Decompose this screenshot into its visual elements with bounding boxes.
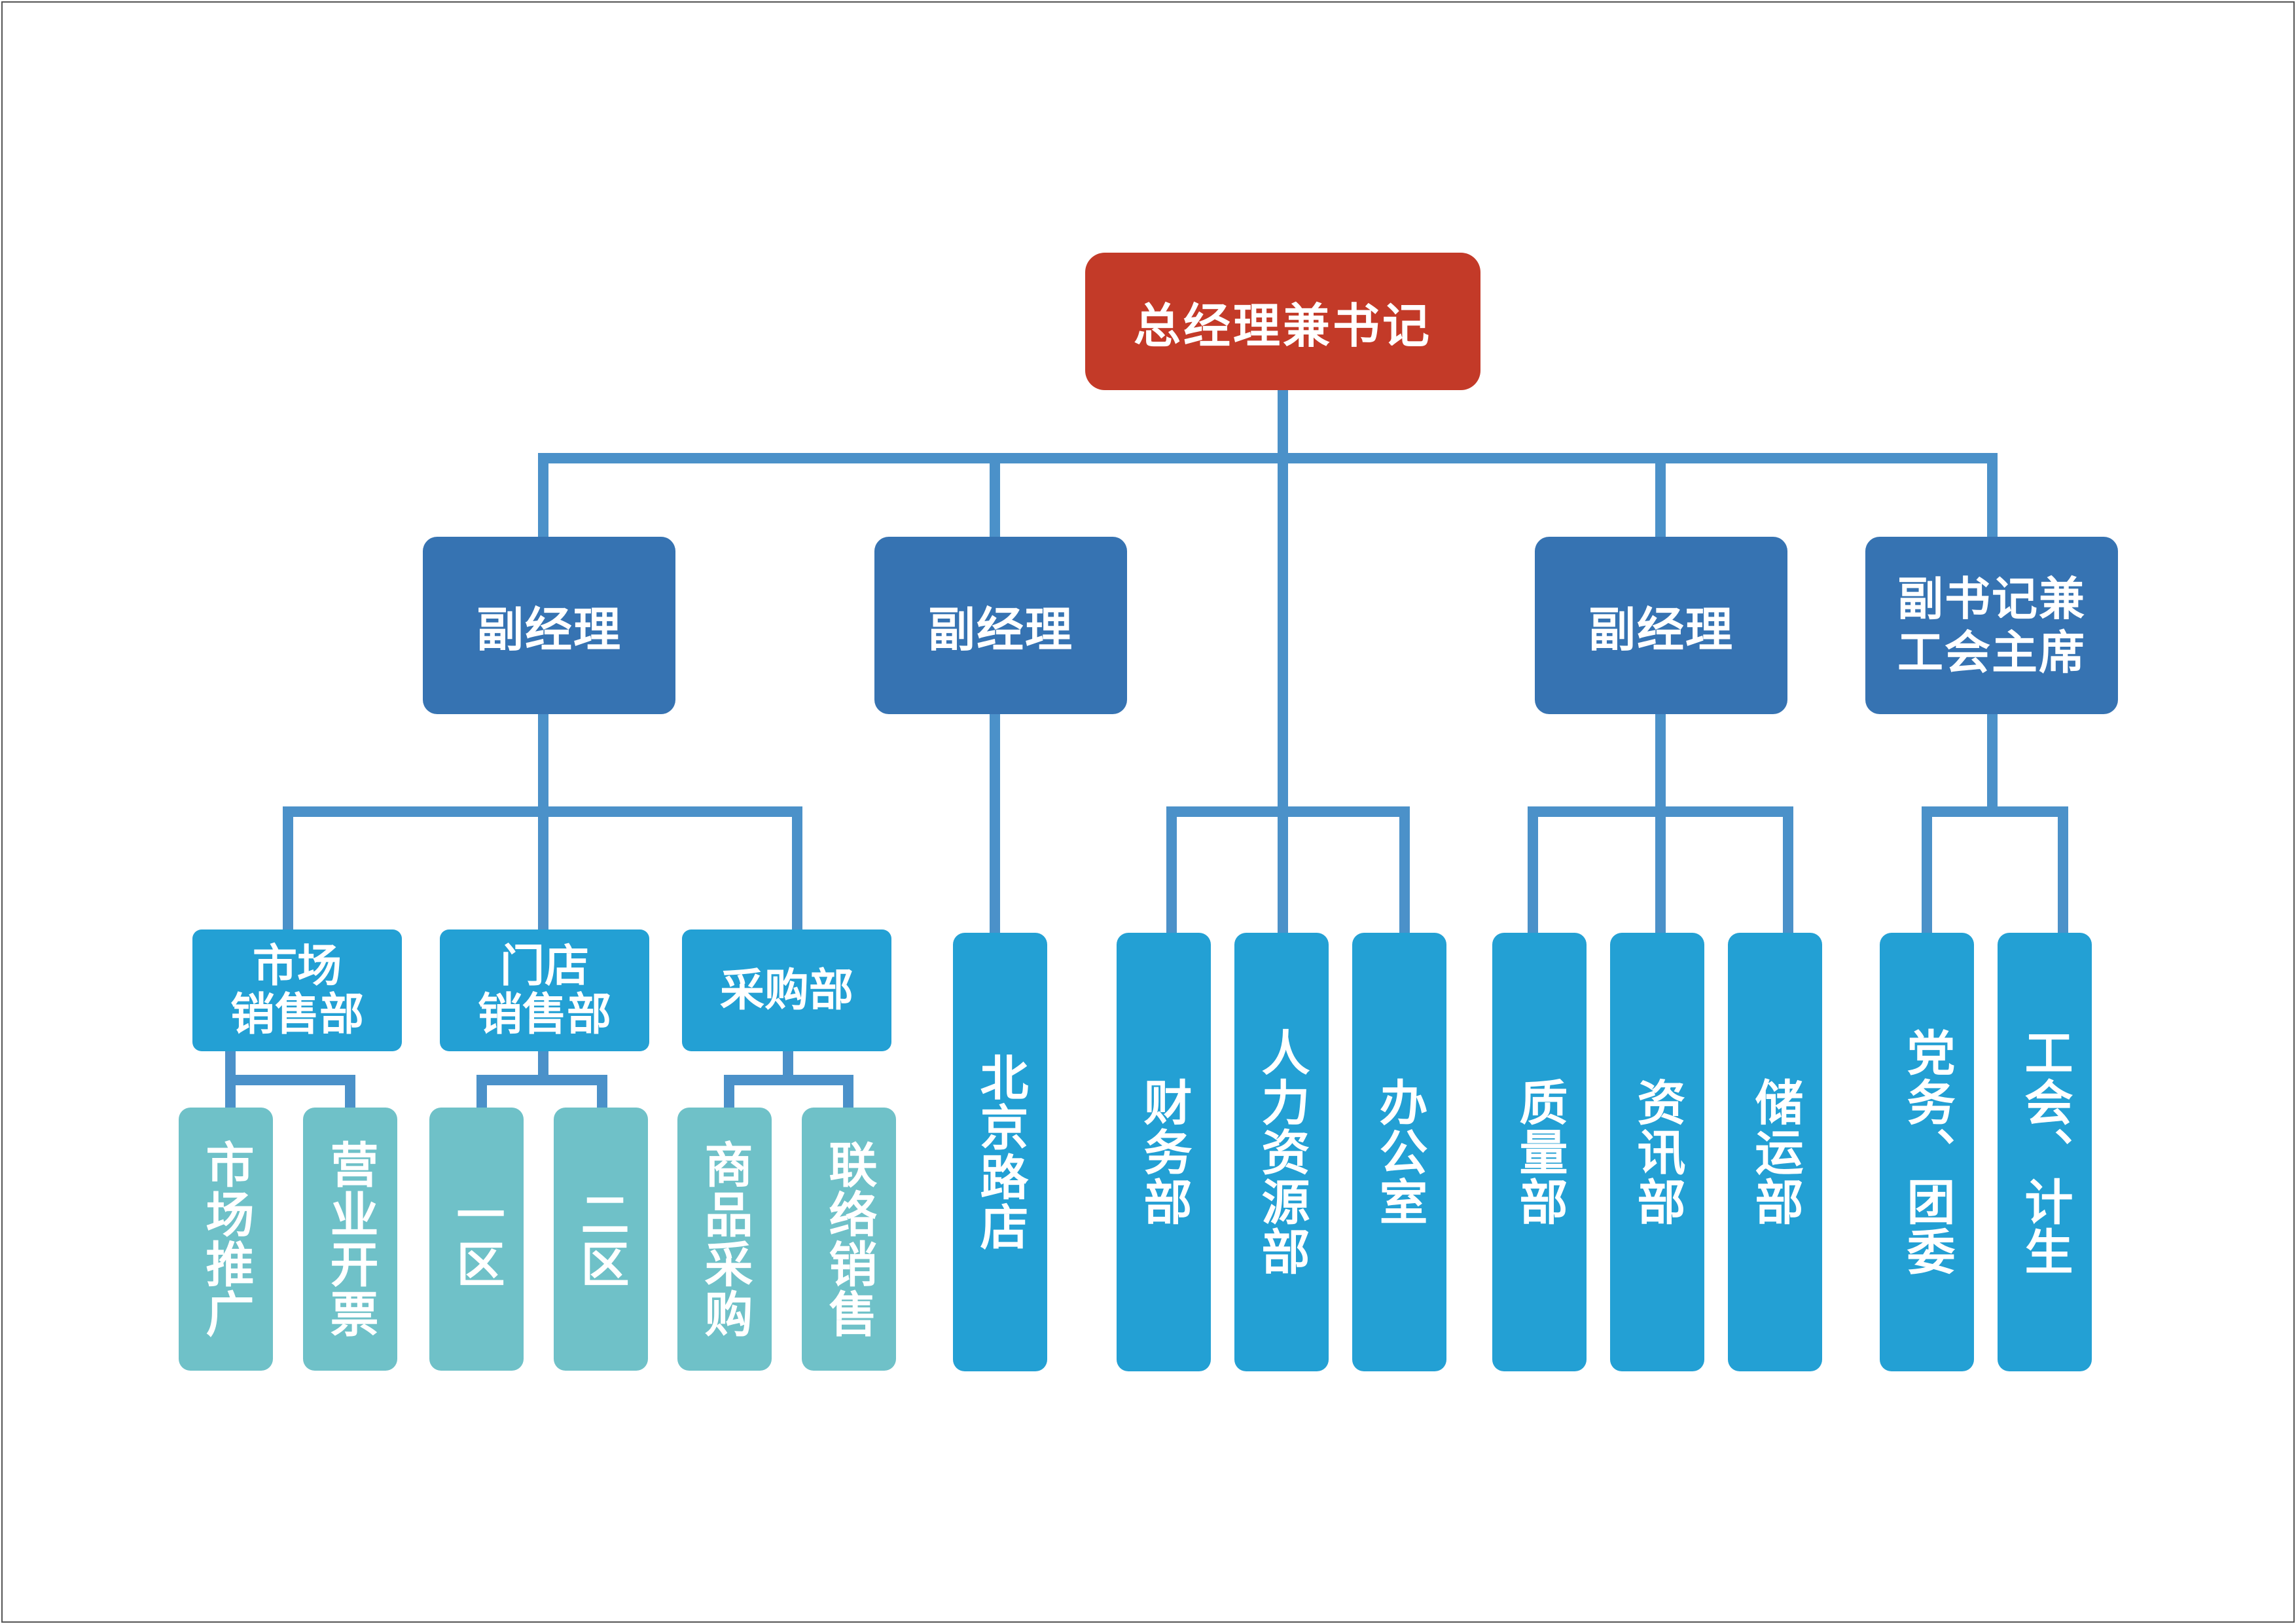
union-family-planning-box: 工会、计生 <box>1998 933 2092 1371</box>
office-label: 办公室 <box>1371 1077 1427 1227</box>
hr-dept-box: 人力资源部 <box>1234 933 1329 1371</box>
finance-dept-label: 财务部 <box>1136 1077 1192 1227</box>
general-manager-label: 总经理兼书记 <box>1133 297 1432 353</box>
deputy-manager-box-3: 副经理 <box>1535 537 1787 714</box>
market-promotion-label: 市场推广 <box>198 1140 254 1339</box>
business-invoicing-label: 营业开票 <box>322 1140 378 1339</box>
deputy-secretary-box: 副书记兼 工会主席 <box>1865 537 2118 714</box>
party-youth-box: 党务、团委 <box>1880 933 1974 1371</box>
deputy-secretary-label: 副书记兼 工会主席 <box>1897 571 2086 679</box>
beijing-road-store-box: 北京路店 <box>953 933 1047 1371</box>
store-sales-dept-box: 门店 销售部 <box>440 929 649 1051</box>
zone-two-label: 二区 <box>573 1189 629 1289</box>
deputy-manager-label: 副经理 <box>476 602 622 657</box>
goods-purchasing-box: 商品采购 <box>677 1108 772 1371</box>
information-dept-label: 资讯部 <box>1629 1077 1685 1227</box>
logistics-dept-box: 储运部 <box>1728 933 1822 1371</box>
store-sales-dept-label: 门店 销售部 <box>477 940 611 1041</box>
connector-line <box>1528 806 1793 938</box>
market-sales-dept-box: 市场 销售部 <box>192 929 402 1051</box>
deputy-manager-label: 副经理 <box>1588 602 1734 657</box>
deputy-manager-box-1: 副经理 <box>423 537 675 714</box>
goods-purchasing-label: 商品采购 <box>696 1140 753 1339</box>
deputy-manager-label: 副经理 <box>927 602 1073 657</box>
hr-dept-label: 人力资源部 <box>1253 1028 1310 1276</box>
market-sales-dept-label: 市场 销售部 <box>230 940 364 1041</box>
logistics-dept-label: 储运部 <box>1747 1077 1803 1227</box>
quality-dept-box: 质量部 <box>1492 933 1587 1371</box>
connector-line <box>1922 806 2068 938</box>
general-manager-box: 总经理兼书记 <box>1085 253 1480 390</box>
connector-line <box>476 1075 607 1113</box>
zone-one-label: 一区 <box>448 1189 505 1289</box>
information-dept-box: 资讯部 <box>1610 933 1704 1371</box>
business-invoicing-box: 营业开票 <box>303 1108 397 1371</box>
purchasing-dept-box: 采购部 <box>682 929 891 1051</box>
deputy-manager-box-2: 副经理 <box>874 537 1127 714</box>
office-box: 办公室 <box>1352 933 1446 1371</box>
union-family-planning-label: 工会、计生 <box>2017 1028 2073 1276</box>
liaison-sales-label: 联络销售 <box>821 1140 877 1339</box>
connector-line <box>1166 806 1410 938</box>
beijing-road-store-label: 北京路店 <box>972 1053 1028 1252</box>
zone-one-box: 一区 <box>429 1108 524 1371</box>
market-promotion-box: 市场推广 <box>179 1108 273 1371</box>
liaison-sales-box: 联络销售 <box>802 1108 896 1371</box>
connector-line <box>225 1046 355 1113</box>
quality-dept-label: 质量部 <box>1511 1077 1568 1227</box>
connector-line <box>724 1075 853 1113</box>
finance-dept-box: 财务部 <box>1117 933 1211 1371</box>
party-youth-label: 党务、团委 <box>1899 1028 1955 1276</box>
purchasing-dept-label: 采购部 <box>719 964 853 1017</box>
zone-two-box: 二区 <box>554 1108 648 1371</box>
